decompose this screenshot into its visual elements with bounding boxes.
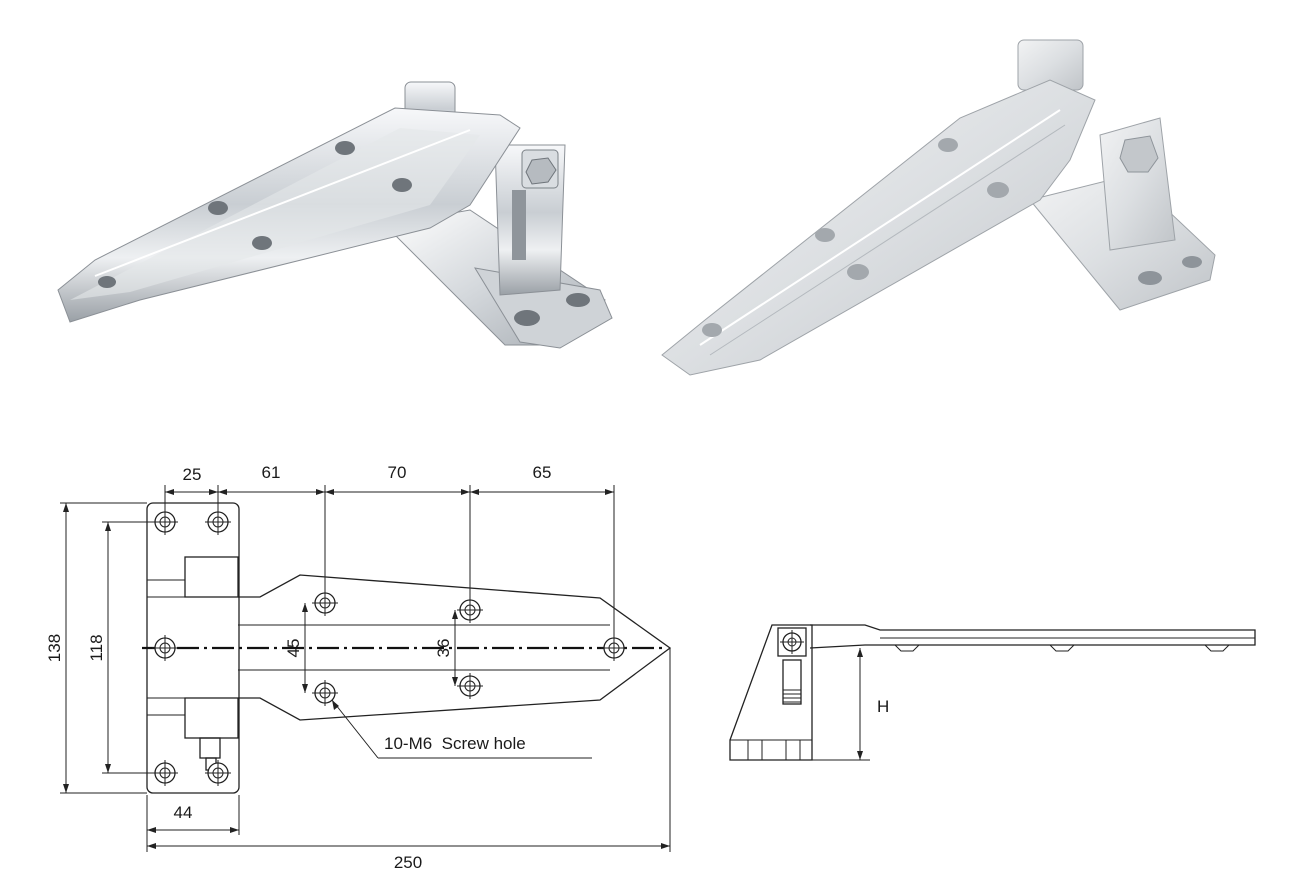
side-view-drawing: H bbox=[729, 624, 1256, 761]
dim-138: 138 bbox=[45, 634, 64, 662]
dim-44: 44 bbox=[174, 803, 193, 822]
dim-61: 61 bbox=[262, 463, 281, 482]
hinge-photo-chrome bbox=[57, 81, 613, 349]
inner-dimensions: 45 36 bbox=[284, 603, 458, 693]
top-dimensions: 25 61 70 65 bbox=[164, 463, 615, 635]
dim-70: 70 bbox=[388, 463, 407, 482]
dim-45: 45 bbox=[284, 639, 303, 658]
dim-h: H bbox=[877, 697, 889, 716]
dim-118: 118 bbox=[87, 634, 106, 661]
dim-250: 250 bbox=[394, 853, 422, 872]
screw-holes bbox=[152, 509, 627, 786]
dim-36: 36 bbox=[434, 639, 453, 658]
left-dimensions: 138 118 bbox=[45, 502, 155, 794]
front-view-drawing: 25 61 70 65 138 118 45 bbox=[45, 463, 672, 872]
dim-25: 25 bbox=[183, 465, 202, 484]
screw-hole-callout: 10-M6 Screw hole bbox=[331, 699, 592, 759]
dim-65: 65 bbox=[533, 463, 552, 482]
hinge-photo-satin bbox=[661, 39, 1216, 376]
callout-label: 10-M6 Screw hole bbox=[384, 734, 526, 753]
bottom-dimensions: 44 250 bbox=[146, 648, 671, 872]
